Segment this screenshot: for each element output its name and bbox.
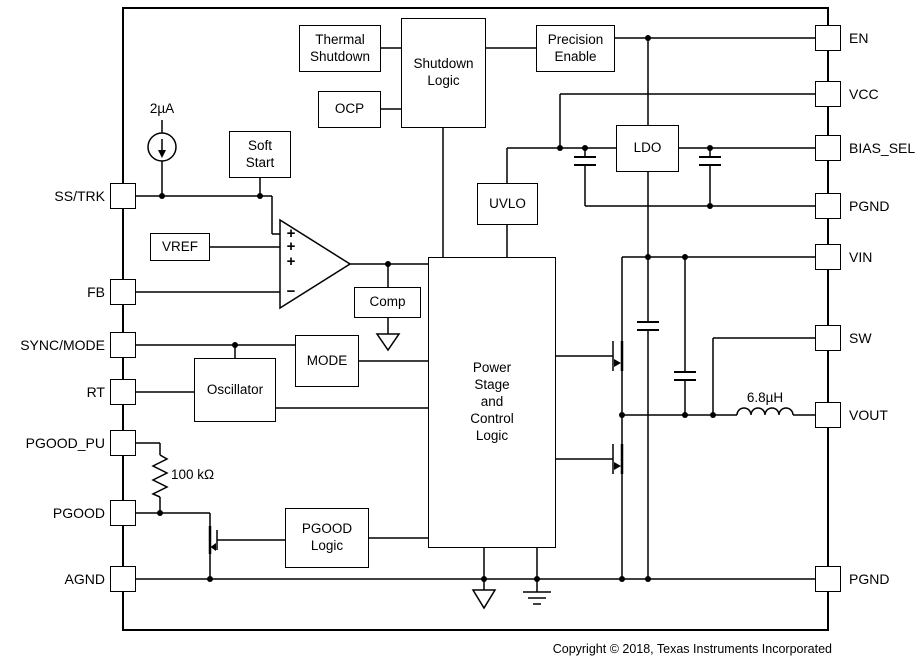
pin-label-pgood-pu: PGOOD_PU — [25, 435, 105, 451]
pin-label-sync-mode: SYNC/MODE — [20, 337, 105, 353]
pin-fb — [110, 279, 136, 305]
block-ldo: LDO — [616, 125, 679, 172]
pin-pgood — [110, 500, 136, 526]
pin-label-vin: VIN — [849, 249, 873, 265]
error-amplifier — [279, 218, 352, 310]
pin-label-bias-sel: BIAS_SEL — [849, 140, 916, 156]
pin-label-ss-trk: SS/TRK — [54, 188, 105, 204]
inductor-label: 6.8µH — [746, 390, 784, 405]
pin-pgood-pu — [110, 430, 136, 456]
pin-label-pgood: PGOOD — [52, 505, 105, 521]
amp-plus-input-3: + — [286, 253, 296, 270]
pin-label-vcc: VCC — [849, 86, 879, 102]
pin-vcc — [815, 81, 841, 107]
comp-ground-symbol — [375, 333, 401, 352]
pin-label-agnd: AGND — [64, 571, 105, 587]
inductor-coil — [736, 407, 794, 416]
pin-label-sw: SW — [849, 330, 872, 346]
pin-sw — [815, 325, 841, 351]
pin-label-en: EN — [849, 30, 869, 46]
pin-pgnd-top — [815, 193, 841, 219]
low-side-mosfet — [556, 415, 624, 579]
block-uvlo: UVLO — [477, 183, 538, 225]
block-thermal-shutdown: Thermal Shutdown — [299, 25, 381, 72]
earth-ground-symbol — [523, 591, 551, 605]
boot-capacitor — [674, 371, 696, 381]
amp-minus-input: − — [286, 283, 296, 300]
pin-label-pgnd-bot: PGND — [849, 571, 890, 587]
pin-vout — [815, 402, 841, 428]
block-vref: VREF — [150, 233, 210, 261]
resistor-symbol — [151, 454, 169, 498]
current-source-label: 2µA — [149, 101, 175, 116]
block-ocp: OCP — [318, 91, 381, 128]
amp-plus-input-2: + — [286, 238, 296, 255]
pin-agnd — [110, 566, 136, 592]
pin-label-fb: FB — [87, 284, 105, 300]
pin-pgnd-bot — [815, 566, 841, 592]
block-oscillator: Oscillator — [194, 358, 276, 422]
pin-vin — [815, 244, 841, 270]
copyright-notice: Copyright © 2018, Texas Instruments Inco… — [552, 642, 832, 656]
pin-rt — [110, 379, 136, 405]
pin-bias-sel — [815, 135, 841, 161]
block-comp: Comp — [354, 287, 421, 318]
vcc-capacitor — [574, 156, 596, 166]
pin-en — [815, 25, 841, 51]
pin-sync-mode — [110, 332, 136, 358]
analog-ground-symbol — [471, 589, 497, 610]
block-shutdown-logic: Shutdown Logic — [401, 18, 486, 128]
junction-dots — [157, 35, 716, 582]
pin-label-pgnd-top: PGND — [849, 198, 890, 214]
bias-capacitor — [699, 156, 721, 166]
pgood-mosfet — [208, 513, 218, 579]
vin-capacitor — [637, 321, 659, 331]
pullup-resistor-label: 100 kΩ — [171, 467, 215, 482]
pin-label-vout: VOUT — [849, 407, 888, 423]
amp-plus-input-1: + — [286, 225, 296, 242]
pin-label-rt: RT — [86, 384, 105, 400]
block-mode: MODE — [295, 335, 359, 387]
block-power-stage: Power Stage and Control Logic — [428, 257, 556, 548]
block-precision-enable: Precision Enable — [536, 25, 615, 72]
block-soft-start: Soft Start — [229, 131, 291, 178]
wires — [136, 37, 815, 592]
current-source-symbol — [147, 132, 177, 162]
high-side-mosfet — [556, 257, 624, 415]
block-pgood-logic: PGOOD Logic — [285, 508, 369, 568]
ic-boundary — [122, 7, 829, 631]
pin-ss-trk — [110, 183, 136, 209]
